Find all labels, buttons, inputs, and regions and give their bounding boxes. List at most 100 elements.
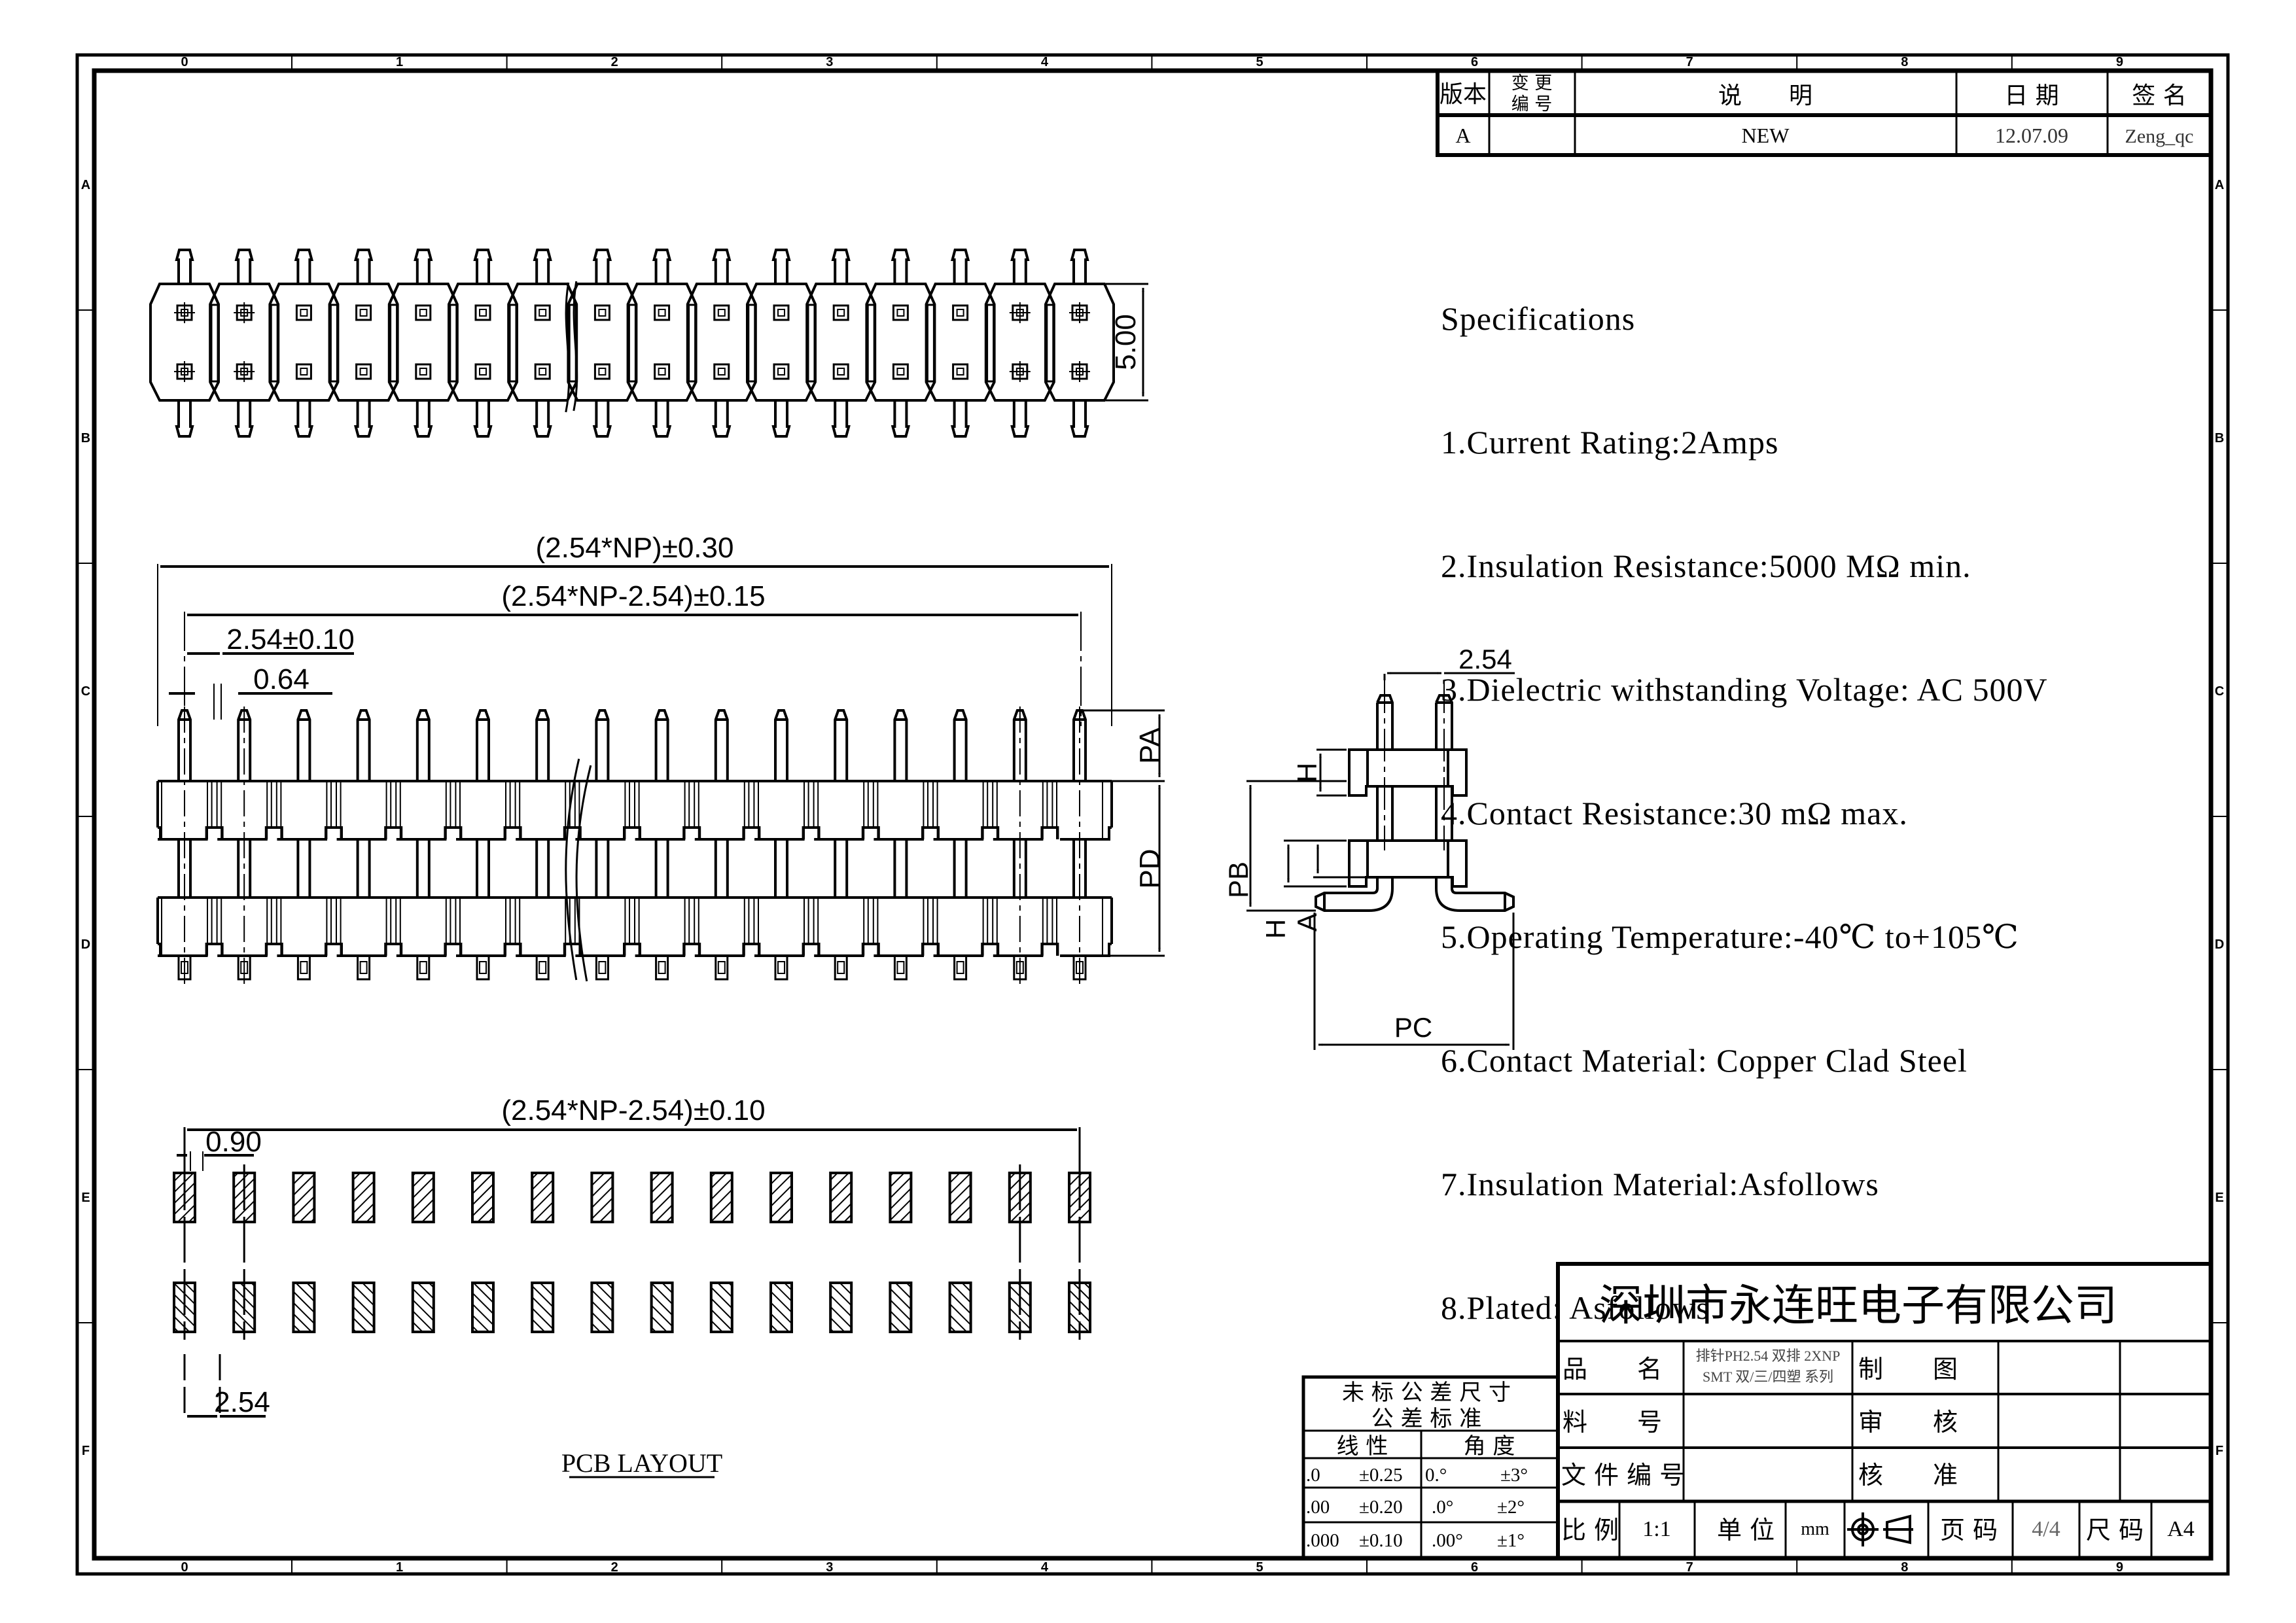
top-view [149, 249, 1115, 438]
housing-notch [336, 826, 403, 841]
pin-tip [353, 400, 374, 438]
pcb-pad [889, 1282, 913, 1333]
pcb-pad [411, 1282, 435, 1333]
top-view-pin-unit [746, 249, 817, 438]
break-line [565, 282, 571, 413]
pcb-pad [709, 1172, 733, 1223]
dim-pitch: 2.54±0.10 [226, 623, 354, 655]
top-view-height-dimension [1106, 283, 1148, 402]
pin-foot-inner [539, 961, 547, 974]
pin-foot [595, 954, 609, 981]
zone-column-label: 1 [396, 55, 403, 69]
housing-cell [984, 283, 1055, 402]
product-name-line-1: 排针PH2.54 双排 2XNP [1696, 1348, 1841, 1364]
front-view-pin [953, 709, 968, 981]
pin-square [474, 363, 491, 380]
pin-tip [234, 400, 254, 438]
housing-separator [926, 304, 935, 383]
front-view-pin [296, 709, 311, 981]
label-check: 审 核 [1858, 1408, 1958, 1437]
pcb-pad [292, 1282, 316, 1333]
zone-row-label: D [2215, 937, 2224, 952]
dim-top-height: 5.00 [1110, 314, 1142, 370]
pcb-pad [590, 1172, 614, 1223]
pcb-pad [769, 1282, 793, 1333]
tol-title-2: 公 差 标 准 [1371, 1406, 1481, 1432]
dim-pin-width: 0.64 [253, 663, 309, 695]
pin-upper [356, 709, 371, 781]
dim-h-top: H [1292, 763, 1322, 782]
zone-row-label: C [81, 684, 90, 699]
rev-date: 12.07.09 [1995, 124, 2068, 147]
label-unit: 单 位 [1717, 1516, 1775, 1544]
rev-description: NEW [1742, 124, 1790, 147]
pin-tip [1070, 249, 1089, 284]
zone-column-label: 0 [181, 55, 188, 69]
housing-notch [575, 826, 641, 841]
top-view-pin-unit [209, 249, 280, 438]
pin-foot [296, 954, 311, 981]
housing-cell [448, 283, 518, 402]
pin-square [355, 363, 372, 380]
spec-item: 4.Contact Resistance:30 mΩ max. [1441, 795, 1908, 831]
zone-column-label: 9 [2116, 55, 2123, 69]
pin-square [832, 363, 849, 380]
housing-notch [158, 826, 224, 841]
pcb-pad [769, 1172, 793, 1223]
pin-upper [654, 709, 669, 781]
pin-square [415, 304, 432, 321]
tol-ang-fmt-1: 0.° [1425, 1465, 1447, 1486]
top-view-pin-unit [984, 249, 1055, 438]
rev-header-signature: 签 名 [2132, 82, 2186, 109]
pin-upper [595, 709, 610, 781]
front-view-pin [535, 709, 550, 981]
pin-tip [652, 249, 672, 284]
pin-foot-inner [717, 961, 726, 974]
pin-square-inner [419, 309, 427, 317]
dim-overall-length: (2.54*NP)±0.30 [536, 532, 734, 564]
size-value: A4 [2167, 1517, 2195, 1541]
tol-lin-fmt-1: .0 [1306, 1465, 1320, 1486]
tol-ang-tol-2: ±2° [1497, 1497, 1525, 1518]
zone-row-label: A [2215, 178, 2224, 192]
pin-square [593, 304, 610, 321]
pin-square-inner [300, 309, 308, 317]
housing-notch [217, 943, 283, 957]
housing-separator [747, 304, 756, 383]
housing-notch [277, 826, 343, 841]
zone-column-label: 2 [611, 55, 618, 69]
pin-square [295, 363, 312, 380]
front-view-pin [1012, 707, 1027, 985]
housing-notch [217, 826, 283, 841]
top-view-pin-unit [626, 249, 698, 438]
dim-pc: PC [1394, 1012, 1432, 1043]
pin-square [952, 304, 969, 321]
pin-foot-inner [359, 961, 368, 974]
pin-foot-inner [956, 961, 964, 974]
pin-upper [415, 709, 431, 781]
pcb-dimensions [177, 1127, 1081, 1478]
front-view-pin [415, 709, 431, 981]
rev-header-change-no-1: 变 更 [1511, 73, 1553, 94]
zone-column-label: 6 [1471, 1560, 1478, 1575]
housing-notch [814, 826, 880, 841]
zone-row-label: A [81, 178, 90, 192]
pin-tip [950, 249, 970, 284]
zone-row-label: F [82, 1444, 90, 1458]
dim-pcb-span: (2.54*NP-2.54)±0.10 [501, 1094, 765, 1126]
tol-lin-fmt-3: .000 [1306, 1530, 1339, 1551]
zone-column-label: 7 [1686, 1560, 1693, 1575]
pin-upper [834, 709, 849, 781]
pin-tip [1070, 400, 1089, 438]
housing-notch [754, 943, 821, 957]
pin-square [713, 304, 730, 321]
pin-tip [294, 249, 314, 284]
label-part-no: 料 号 [1563, 1408, 1662, 1437]
revision-table [1436, 69, 2213, 157]
spec-item: 2.Insulation Resistance:5000 MΩ min. [1441, 548, 1971, 584]
specifications: Specifications 1.Current Rating:2Amps 2.… [1441, 216, 2048, 1370]
pin-tip [175, 249, 194, 284]
housing-separator [508, 304, 518, 383]
zone-column-label: 8 [1901, 55, 1908, 69]
